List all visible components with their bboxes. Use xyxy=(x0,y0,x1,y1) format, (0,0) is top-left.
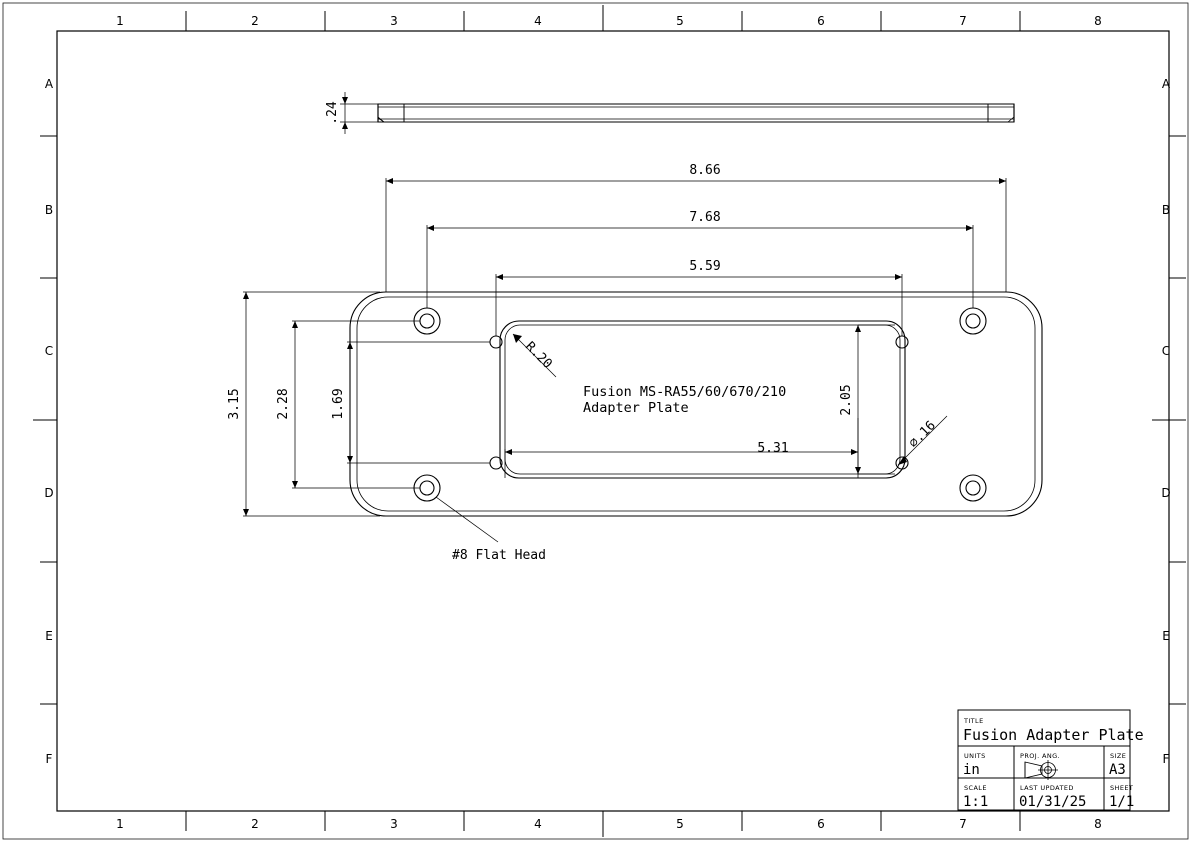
callout-fastener-text: #8 Flat Head xyxy=(452,548,546,563)
zone-col-bottom-6: 6 xyxy=(817,817,825,831)
countersink-hole-top-right xyxy=(959,307,987,335)
zone-col-top-5: 5 xyxy=(676,14,684,28)
zone-row-right-c: C xyxy=(1162,344,1170,358)
dimension-overall-length: 8.66 xyxy=(385,163,1007,292)
zone-col-bottom-1: 1 xyxy=(116,817,124,831)
zone-col-bottom-8: 8 xyxy=(1094,817,1102,831)
dim-pocket-height-text: 2.05 xyxy=(839,384,854,415)
zone-row-left-b: B xyxy=(45,203,53,217)
callout-fastener: #8 Flat Head xyxy=(435,496,546,563)
title-block-units-key: UNITS xyxy=(964,752,986,760)
dimension-pocket-length: 5.31 xyxy=(504,418,859,478)
zone-ticks-left xyxy=(33,135,57,705)
dimension-thickness: .24 xyxy=(325,92,378,134)
zone-row-right-d: D xyxy=(1161,486,1170,500)
zone-ticks-top xyxy=(185,5,1021,31)
zone-col-top-4: 4 xyxy=(534,14,542,28)
first-angle-projection-icon xyxy=(1024,760,1058,780)
zone-ticks-bottom xyxy=(185,811,1021,837)
pocket-outline xyxy=(499,320,906,479)
zone-col-top-6: 6 xyxy=(817,14,825,28)
dim-mount-hole-spacing-y-text: 2.28 xyxy=(276,388,291,419)
zone-row-right-b: B xyxy=(1162,203,1170,217)
title-block-sheet-value: 1/1 xyxy=(1109,794,1134,810)
zone-col-bottom-3: 3 xyxy=(390,817,398,831)
dimension-pocket-hole-spacing-x: 5.59 xyxy=(495,259,903,336)
dimension-pocket-height: 2.05 xyxy=(839,324,895,475)
zone-row-right-a: A xyxy=(1162,77,1171,91)
title-block: TITLE Fusion Adapter Plate UNITS in PROJ… xyxy=(957,709,1144,811)
zone-row-right-f: F xyxy=(1163,752,1170,766)
title-block-units-value: in xyxy=(963,762,980,778)
zone-col-top-3: 3 xyxy=(390,14,398,28)
callout-corner-radius: R.20 xyxy=(512,333,557,378)
dimension-mount-hole-spacing-x: 7.68 xyxy=(426,210,974,308)
zone-row-left-e: E xyxy=(45,629,53,643)
dim-overall-width-text: 3.15 xyxy=(227,388,242,419)
zone-col-top-7: 7 xyxy=(959,14,967,28)
zone-row-left-f: F xyxy=(46,752,53,766)
dim-pocket-hole-spacing-x-text: 5.59 xyxy=(689,259,720,274)
top-view-plate xyxy=(349,291,1043,517)
dim-pocket-hole-spacing-y-text: 1.69 xyxy=(331,388,346,419)
title-block-sheet-key: SHEET xyxy=(1110,784,1133,792)
dim-thickness-text: .24 xyxy=(325,101,340,125)
title-block-proj-key: PROJ. ANG. xyxy=(1020,752,1060,760)
zone-col-top-2: 2 xyxy=(251,14,259,28)
dim-pocket-length-text: 5.31 xyxy=(757,441,788,456)
side-view xyxy=(377,103,1015,123)
callout-corner-radius-text: R.20 xyxy=(522,339,555,372)
zone-col-bottom-5: 5 xyxy=(676,817,684,831)
small-hole-top-right xyxy=(895,335,909,349)
zone-row-left-a: A xyxy=(45,77,54,91)
zone-row-right-e: E xyxy=(1162,629,1170,643)
dim-overall-length-text: 8.66 xyxy=(689,163,720,178)
zone-col-bottom-7: 7 xyxy=(959,817,967,831)
title-block-scale-key: SCALE xyxy=(964,784,987,792)
dimension-overall-width: 3.15 xyxy=(227,291,380,517)
small-hole-bottom-right xyxy=(895,456,909,470)
dimension-mount-hole-spacing-y: 2.28 xyxy=(276,320,420,489)
title-block-size-value: A3 xyxy=(1109,762,1126,778)
title-block-title-value: Fusion Adapter Plate xyxy=(963,726,1144,744)
title-block-updated-value: 01/31/25 xyxy=(1019,794,1086,810)
title-block-size-key: SIZE xyxy=(1110,752,1126,760)
dim-mount-hole-spacing-x-text: 7.68 xyxy=(689,210,720,225)
drawing-frame xyxy=(56,30,1170,812)
zone-col-bottom-4: 4 xyxy=(534,817,542,831)
title-block-updated-key: LAST UPDATED xyxy=(1020,784,1074,792)
title-block-scale-value: 1:1 xyxy=(963,794,988,810)
plate-outline-inner xyxy=(356,296,1036,512)
zone-col-top-8: 8 xyxy=(1094,14,1102,28)
zone-col-bottom-2: 2 xyxy=(251,817,259,831)
zone-row-left-d: D xyxy=(44,486,53,500)
dimension-pocket-hole-spacing-y: 1.69 xyxy=(331,341,490,464)
zone-col-top-1: 1 xyxy=(116,14,124,28)
title-block-title-key: TITLE xyxy=(963,717,984,725)
countersink-hole-bottom-right xyxy=(959,474,987,502)
part-label-line1: Fusion MS-RA55/60/670/210 xyxy=(583,384,786,400)
part-label-line2: Adapter Plate xyxy=(583,400,689,416)
zone-ticks-right xyxy=(1152,135,1186,705)
callout-small-hole-dia-text: ⌀.16 xyxy=(906,418,939,451)
plate-outline xyxy=(349,291,1043,517)
zone-row-left-c: C xyxy=(45,344,53,358)
title-block-border xyxy=(957,709,1131,811)
